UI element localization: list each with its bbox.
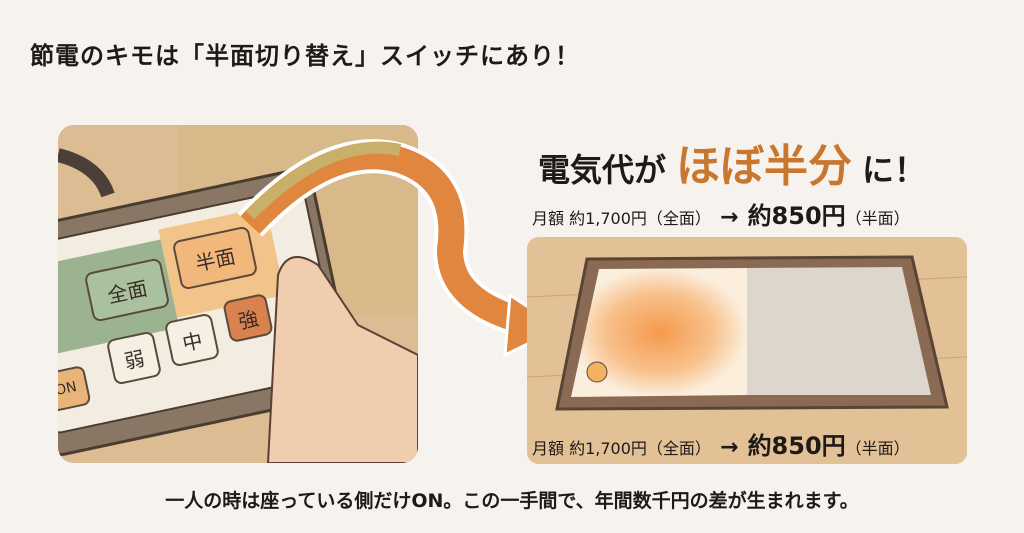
price-after-mode: （半面）	[845, 439, 910, 458]
cord	[58, 148, 115, 198]
smile-icon	[586, 361, 608, 383]
price-comparison-bottom: 月額 約1,700円（全面） → 約850円（半面）	[532, 426, 910, 461]
mat-scene	[527, 237, 967, 464]
heated-mat-illustration	[527, 237, 967, 464]
price-before-mode: （全面）	[646, 439, 711, 458]
price-label: 月額	[532, 209, 565, 228]
price-label: 月額	[532, 439, 565, 458]
price-before: 約1,700円	[569, 439, 647, 458]
headline: 電気代がほぼ半分に！	[538, 130, 926, 194]
hand	[266, 256, 418, 463]
headline-suffix: に！	[862, 151, 927, 189]
headline-prefix: 電気代が	[538, 151, 667, 189]
footer-caption: 一人の時は座っている側だけON。この一手間で、年間数千円の差が生まれます。	[165, 490, 859, 512]
heated-half	[571, 268, 747, 397]
price-after: 約850円	[747, 432, 846, 460]
arrow-icon: →	[720, 435, 739, 460]
price-comparison-top: 月額 約1,700円（全面） → 約850円（半面）	[532, 196, 910, 231]
arrow-icon: →	[720, 205, 739, 230]
price-before-mode: （全面）	[646, 209, 711, 228]
price-after-mode: （半面）	[845, 209, 910, 228]
unheated-half	[747, 267, 931, 395]
page-title: 節電のキモは「半面切り替え」スイッチにあり！	[30, 42, 580, 70]
headline-highlight: ほぼ半分	[676, 141, 853, 192]
price-after: 約850円	[747, 202, 846, 230]
price-before: 約1,700円	[569, 209, 647, 228]
